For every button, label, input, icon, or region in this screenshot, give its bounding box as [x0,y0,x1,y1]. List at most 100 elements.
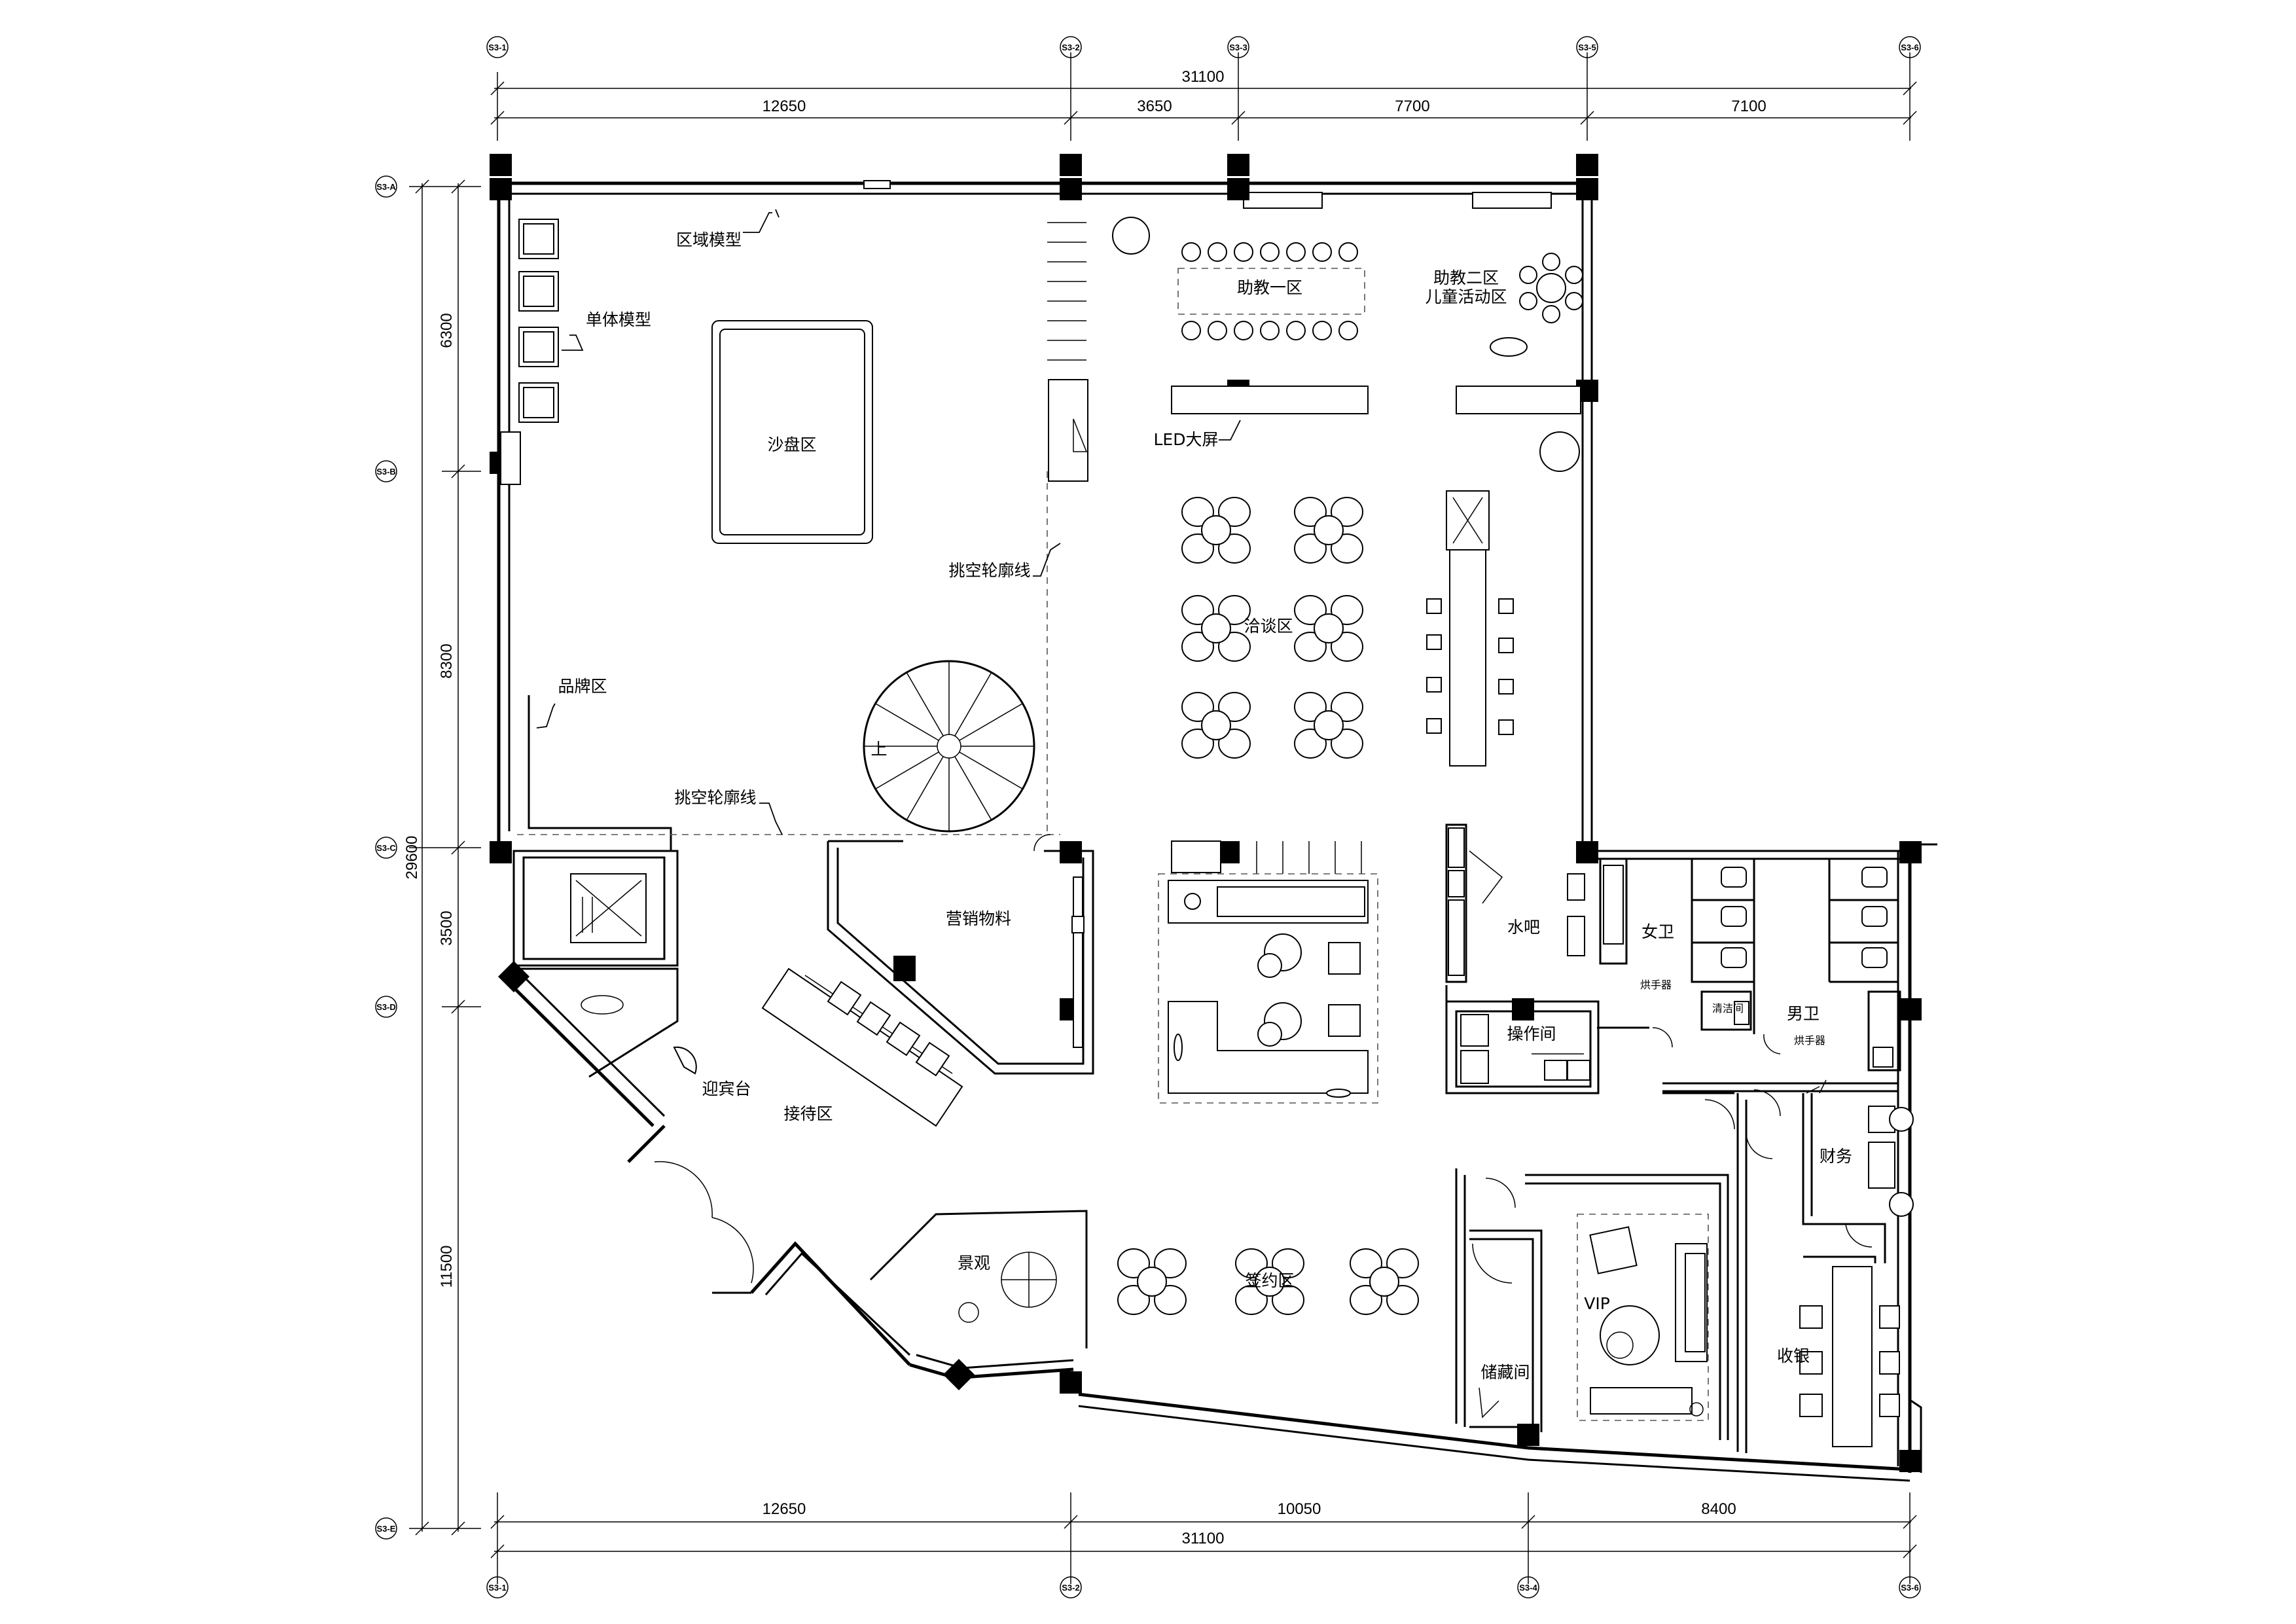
table-group [1117,1248,1187,1315]
label-brand-zone: 品牌区 [558,677,607,696]
axis-bubbles-bottom: S3-1 S3-2 S3-4 S3-6 [486,1576,1921,1598]
label-led-screen: LED大屏 [1154,430,1219,449]
dim-left-seg-3: 3500 [438,911,456,945]
svg-text:S3-B: S3-B [376,467,396,477]
svg-text:S3-C: S3-C [376,843,396,853]
round-table [1314,710,1344,740]
label-cantilever-outline-2: 挑空轮廓线 [674,788,756,807]
cashier [1799,1255,1900,1447]
dim-left-seg-1: 6300 [438,313,456,348]
axis-bubble: S3-C [375,837,397,859]
sand-table [711,320,873,544]
label-cleaning-room: 清洁间 [1712,1002,1744,1015]
label-reception-zone: 接待区 [783,1104,833,1123]
chair [1154,1285,1187,1315]
round-table [1314,515,1344,545]
left-wall-niche [500,431,521,485]
svg-text:S3-5: S3-5 [1578,43,1596,52]
room-labels: 区域模型 单体模型 沙盘区 助教一区 助教二区 儿童活动区 LED大屏 挑空轮廓… [558,230,1852,1382]
table-group [1294,595,1363,662]
chair [1218,533,1251,564]
chair [1331,729,1363,759]
chair [1350,1248,1382,1278]
axis-bubble: S3-6 [1899,36,1921,58]
label-operation-room: 操作间 [1507,1024,1556,1043]
label-stair-up: 上 [870,740,887,759]
svg-text:S3-6: S3-6 [1901,43,1918,52]
label-marketing: 营销物料 [946,909,1011,928]
round-table [1201,710,1231,740]
dim-bottom-seg-3: 8400 [1701,1500,1736,1518]
chair [1117,1248,1150,1278]
label-negotiation-zone: 洽谈区 [1244,617,1293,636]
round-table [1137,1267,1167,1297]
chair [1331,533,1363,564]
label-teaching-zone-1: 助教一区 [1237,278,1302,297]
svg-text:S3-4: S3-4 [1519,1583,1537,1593]
dim-bottom-total: 31100 [1182,1530,1225,1547]
chair [1294,595,1327,625]
axis-bubble: S3-A [375,175,397,198]
dim-bottom-seg-1: 12650 [762,1500,806,1518]
dim-top-total: 31100 [1182,68,1225,86]
chair [1272,1248,1304,1278]
chair [1331,595,1363,625]
label-cashier: 收银 [1777,1346,1810,1365]
axis-bubble: S3-B [375,460,397,482]
table-group [1181,595,1251,662]
label-hand-dryer-1: 烘手器 [1640,979,1672,991]
svg-text:S3-2: S3-2 [1062,1583,1079,1593]
label-landscape: 景观 [958,1254,990,1272]
dim-left-seg-2: 8300 [438,643,456,678]
led-screen-wall [1171,386,1369,414]
table-group [1181,692,1251,759]
chair [1294,692,1327,722]
chair [1294,632,1327,662]
round-table [1255,1267,1285,1297]
chair [1350,1285,1382,1315]
bar-counter [1426,490,1514,767]
label-storage-room: 储藏间 [1480,1363,1530,1382]
restrooms [1597,850,1921,1117]
label-leaders [536,209,1241,835]
vip-room [1455,1168,1729,1440]
label-reception-desk: 迎宾台 [702,1079,751,1098]
svg-text:S3-3: S3-3 [1229,43,1247,52]
dim-left-total: 29600 [403,836,421,880]
finance-office [1802,1093,1914,1263]
chair [1181,595,1214,625]
table-group [1294,497,1363,564]
chair [1386,1285,1419,1315]
round-table [1201,613,1231,643]
chair [1331,497,1363,527]
label-hand-dryer-2: 烘手器 [1794,1034,1825,1047]
chair [1218,632,1251,662]
axis-bubble: S3-1 [486,1576,509,1598]
axis-bubbles-top: S3-1 S3-2 S3-3 S3-5 S3-6 [486,36,1921,58]
left-dimensions: 29600 6300 8300 3500 11500 [403,179,481,1536]
chair [1386,1248,1419,1278]
svg-text:S3-2: S3-2 [1062,43,1079,52]
dim-top-seg-3: 7700 [1395,98,1429,115]
operation-room [1445,1000,1600,1094]
svg-text:S3-D: S3-D [376,1002,396,1012]
svg-text:S3-6: S3-6 [1901,1583,1918,1593]
axis-bubble: S3-D [375,996,397,1018]
axis-bubble: S3-1 [486,36,509,58]
elevator-lobby [517,967,697,1078]
storage-room [1469,1229,1543,1432]
plant-right [1539,431,1580,472]
spiral-stair [863,660,1035,833]
axis-bubble: S3-2 [1060,1576,1082,1598]
chair [1181,729,1214,759]
axis-bubble: S3-4 [1517,1576,1539,1598]
chair [1235,1248,1268,1278]
marketing-room [827,834,1094,1075]
right-partition [1456,386,1581,414]
axis-bubble: S3-3 [1227,36,1249,58]
axis-bubble: S3-5 [1576,36,1598,58]
svg-text:S3-E: S3-E [377,1524,396,1534]
chair [1154,1248,1187,1278]
reception-counter [761,967,963,1127]
